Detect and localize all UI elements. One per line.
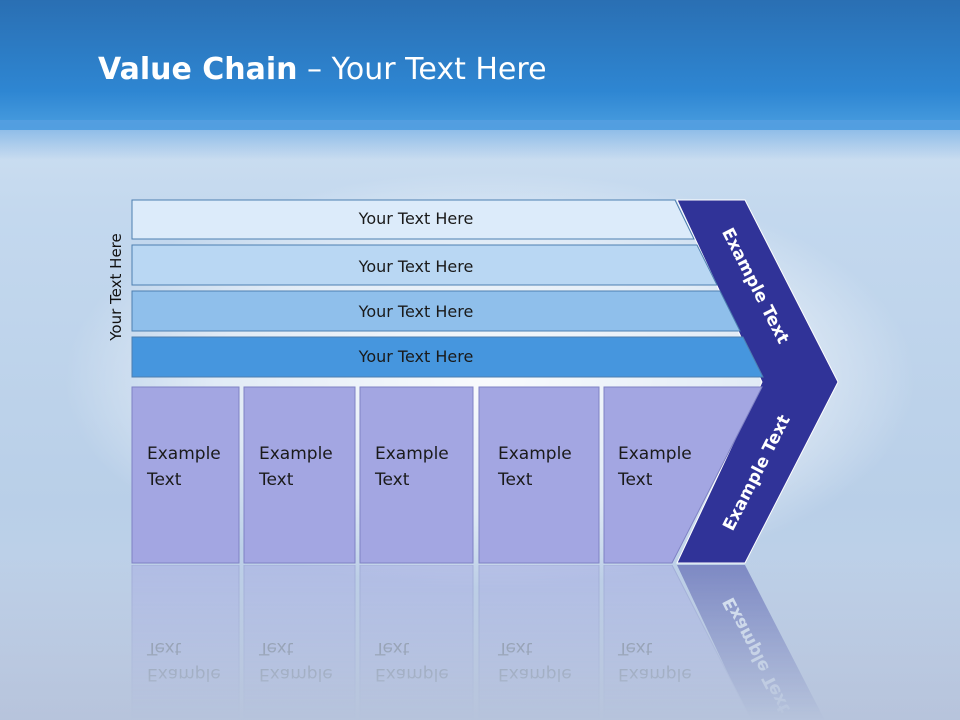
- reflection-cell-5-line2: Text: [617, 638, 653, 658]
- reflection-mirror: Example Text Example Text Example Text E…: [131, 564, 825, 720]
- reflection-activity-cell-4: [478, 564, 600, 720]
- row-bands: Your Text Here Your Text Here Your Text …: [131, 199, 764, 378]
- cell-1-line1: Example: [147, 444, 221, 464]
- cell-3-line2: Text: [374, 470, 410, 490]
- row-band-2: [131, 244, 718, 286]
- row-label-1: Your Text Here: [358, 209, 474, 228]
- reflection-cell-3-line1: Example: [375, 664, 449, 684]
- cell-5-line1: Example: [618, 444, 692, 464]
- reflection-cell-3-line2: Text: [374, 638, 410, 658]
- row-band-1: [131, 199, 695, 240]
- reflection-cell-4-line1: Example: [498, 664, 572, 684]
- title-bold: Value Chain: [98, 52, 298, 87]
- reflection-activity-cell-3: [359, 564, 474, 720]
- row-label-4: Your Text Here: [358, 347, 474, 366]
- activity-cell-1: [131, 386, 240, 564]
- reflection-activity-cell-1: [131, 564, 240, 720]
- reflection-activity-cell-2: [243, 564, 356, 720]
- row-band-3: [131, 290, 741, 332]
- row-label-2: Your Text Here: [358, 257, 474, 276]
- reflection-cell-1-line1: Example: [147, 664, 221, 684]
- cell-3-line1: Example: [375, 444, 449, 464]
- reflection-cell-4-line2: Text: [497, 638, 533, 658]
- slide-title: Value Chain – Your Text Here: [98, 52, 547, 87]
- activity-cells: Example Text Example Text Example Text E…: [131, 386, 763, 564]
- reflection-chevron: [677, 565, 825, 720]
- header-fade: [0, 120, 960, 160]
- reflection-activity-cell-5: [603, 564, 752, 720]
- row-label-3: Your Text Here: [358, 302, 474, 321]
- activity-cell-2: [243, 386, 356, 564]
- cell-1-line2: Text: [146, 470, 182, 490]
- chevron-arrow: [676, 199, 839, 564]
- reflection-cells: Example Text Example Text Example Text E…: [131, 564, 752, 720]
- reflection-cell-2-line2: Text: [258, 638, 294, 658]
- title-rest: – Your Text Here: [297, 52, 547, 87]
- activity-cell-5: [603, 386, 763, 564]
- header-band: [0, 0, 960, 130]
- reflection-cell-1-line2: Text: [146, 638, 182, 658]
- cell-2-line2: Text: [258, 470, 294, 490]
- cell-2-line1: Example: [259, 444, 333, 464]
- cell-4-line2: Text: [497, 470, 533, 490]
- activity-cell-3: [359, 386, 474, 564]
- diagram-reflection: Example Text Example Text Example Text E…: [131, 564, 825, 720]
- reflection-cell-2-line1: Example: [259, 664, 333, 684]
- reflection-cell-5-line1: Example: [618, 664, 692, 684]
- cell-4-line1: Example: [498, 444, 572, 464]
- activity-cell-4: [478, 386, 600, 564]
- cell-5-line2: Text: [617, 470, 653, 490]
- row-band-4: [131, 336, 764, 378]
